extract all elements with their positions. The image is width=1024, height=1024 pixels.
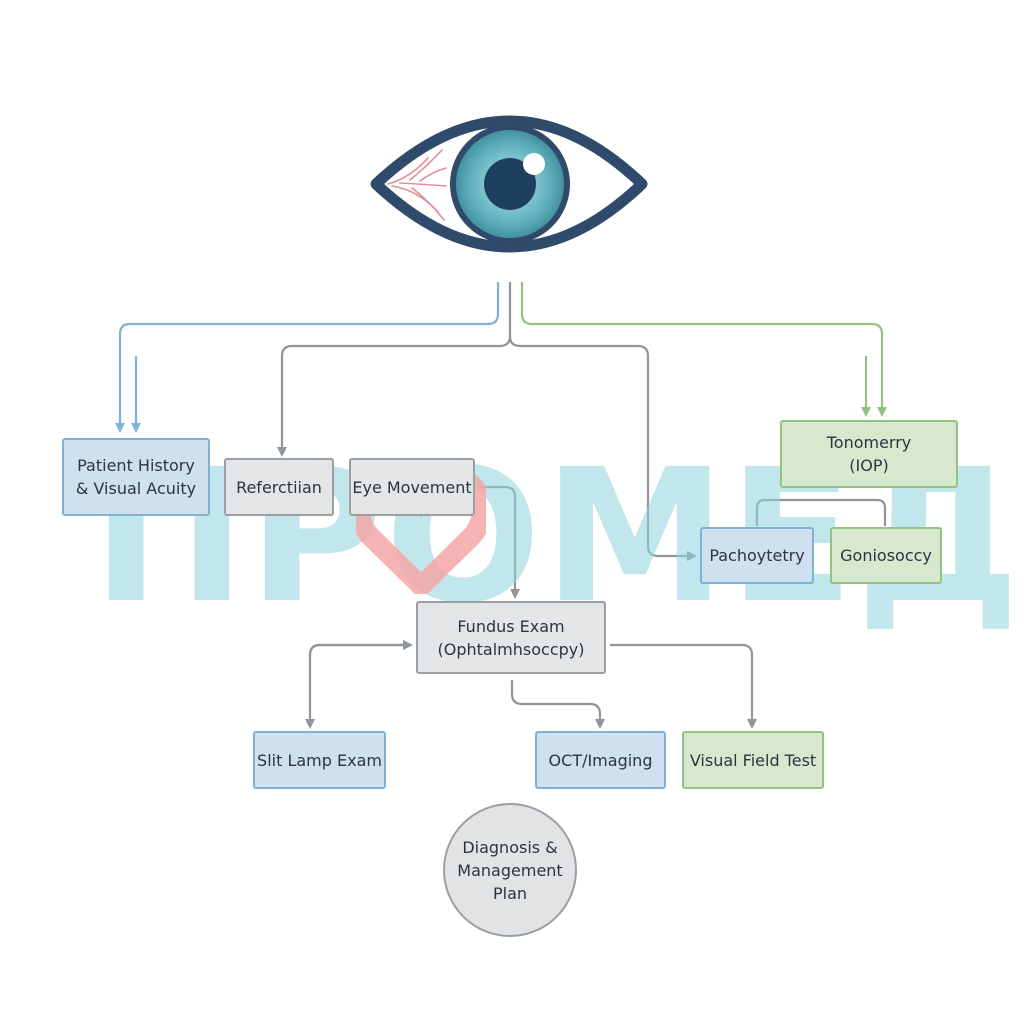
slit-lamp-node: Slit Lamp Exam [253,731,386,789]
visual-field-node: Visual Field Test [682,731,824,789]
tonometry-node: Tonomerry (IOP) [780,420,958,488]
eye-movement-node: Eye Movement [349,458,475,516]
refraction-node: Referctiian [224,458,334,516]
pachymetry-node: Pachoytetry [700,527,814,584]
gonioscopy-node: Goniosoccy [830,527,942,584]
connector-tonometry [520,282,887,417]
connector-history [115,282,500,433]
diagnosis-node: Diagnosis & Management Plan [443,803,577,937]
patient-history-node: Patient History & Visual Acuity [62,438,210,516]
fundus-exam-node: Fundus Exam (Ophtalmhsoccpy) [416,601,606,674]
oct-imaging-node: OCT/Imaging [535,731,666,789]
eye-icon [370,115,648,253]
connectors-gray [277,282,887,729]
